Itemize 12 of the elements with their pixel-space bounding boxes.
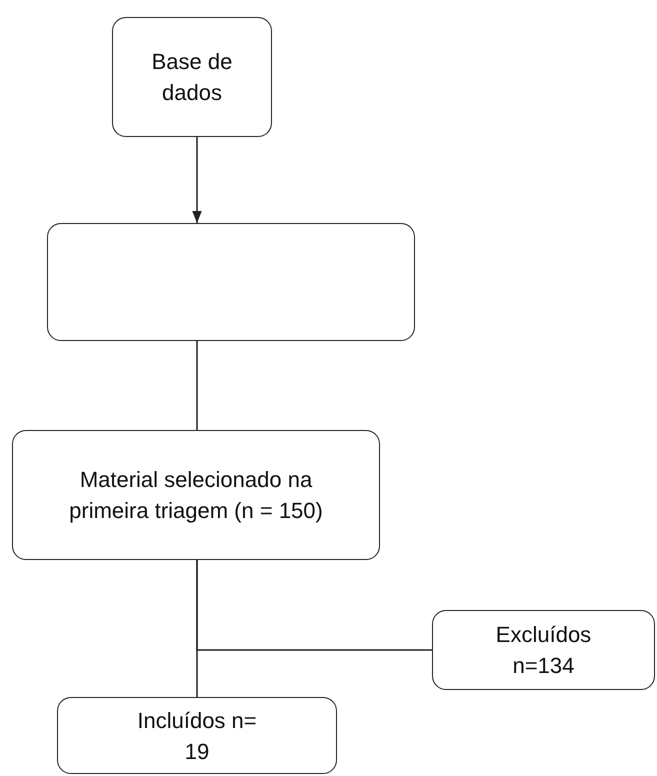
process-box — [432, 610, 655, 690]
connector-line — [196, 341, 198, 430]
process-box — [47, 223, 415, 341]
connector-line — [192, 137, 202, 223]
box-text: Base de dados — [150, 48, 234, 107]
box-text: Incluídos n= 19 — [137, 706, 257, 766]
connector-line — [196, 560, 432, 651]
process-box — [12, 430, 380, 560]
process-box — [112, 17, 272, 137]
box-text: Material selecionado na primeira triagem (n = 150) — [68, 466, 324, 525]
box-text: Excluídos n=134 — [494, 621, 592, 680]
process-box — [57, 697, 337, 774]
